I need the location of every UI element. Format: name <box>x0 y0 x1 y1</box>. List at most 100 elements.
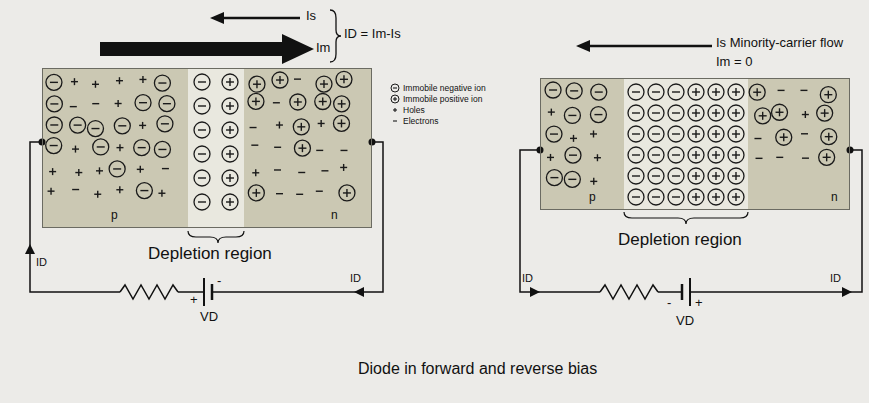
hole <box>252 169 259 176</box>
positive-ion <box>688 126 704 142</box>
current-label: ID <box>36 256 47 269</box>
battery-plate <box>681 284 684 300</box>
negative-ion <box>134 140 150 156</box>
positive-ion <box>315 94 331 110</box>
current-label: Im <box>316 41 330 56</box>
negative-ion <box>194 98 210 114</box>
polarity-sign: - <box>217 274 221 289</box>
hole <box>802 111 809 118</box>
hole <box>276 122 283 129</box>
electron <box>72 189 79 190</box>
electron <box>70 106 77 107</box>
hole <box>116 186 123 193</box>
caption: Diode in forward and reverse bias <box>358 360 597 378</box>
positive-ion <box>728 126 744 142</box>
negative-ion <box>648 84 664 100</box>
arrow-head <box>210 12 224 24</box>
hole <box>590 178 597 185</box>
positive-ion <box>222 194 238 210</box>
negative-ion <box>648 168 664 184</box>
positive-ion <box>248 93 264 109</box>
negative-ion <box>194 146 210 162</box>
negative-ion <box>194 170 210 186</box>
current-direction <box>25 244 35 254</box>
negative-ion <box>114 118 130 134</box>
hole <box>116 144 123 151</box>
negative-ion <box>157 116 173 132</box>
positive-ion <box>272 72 288 88</box>
region-label: Depletion region <box>618 230 742 250</box>
positive-ion <box>708 147 724 163</box>
negative-ion <box>668 168 684 184</box>
hole <box>548 109 555 116</box>
hole <box>115 100 122 107</box>
current-arrow <box>222 17 300 20</box>
negative-ion <box>46 96 62 112</box>
hole <box>590 130 597 137</box>
negative-ion <box>628 105 644 121</box>
positive-ion <box>817 105 833 121</box>
current-label: ID <box>830 272 841 285</box>
positive-ion <box>821 129 837 145</box>
polarity-sign: + <box>190 293 198 308</box>
legend-entry: Holes <box>390 104 486 115</box>
negative-ion <box>46 117 62 133</box>
hole <box>139 76 146 83</box>
positive-ion <box>776 129 792 145</box>
positive-ion <box>688 168 704 184</box>
negative-ion <box>46 138 62 154</box>
electron <box>802 158 809 159</box>
hole <box>139 122 146 129</box>
legend-entry: Immobile positive ion <box>390 93 486 104</box>
positive-ion <box>728 105 744 121</box>
legend-text: Immobile positive ion <box>403 94 482 104</box>
hole <box>547 154 554 161</box>
terminal-dot <box>369 139 376 146</box>
legend: Immobile negative ionImmobile positive i… <box>390 82 486 126</box>
negative-ion <box>135 95 151 111</box>
negative-ion <box>566 83 582 99</box>
negative-ion <box>136 183 152 199</box>
current-label: ID <box>350 272 361 285</box>
current-label: Is Minority-carrier flow <box>716 36 843 51</box>
negative-ion <box>546 126 562 142</box>
positive-ion <box>294 140 310 156</box>
wire <box>30 142 120 292</box>
positive-ion <box>728 189 744 205</box>
negative-ion <box>154 75 170 91</box>
legend-symbol <box>390 83 400 93</box>
negative-ion <box>546 170 562 186</box>
region-letter: n <box>831 191 838 205</box>
positive-ion <box>222 170 238 186</box>
electron <box>316 150 323 151</box>
current-label: Is <box>306 9 316 24</box>
wire <box>520 150 600 292</box>
hole <box>340 164 347 171</box>
electron <box>801 133 808 134</box>
negative-ion <box>564 107 580 123</box>
negative-ion <box>648 147 664 163</box>
hole <box>158 190 165 197</box>
negative-ion <box>628 168 644 184</box>
negative-ion <box>93 139 109 155</box>
negative-ion <box>590 107 606 123</box>
current-equation: ID = Im-Is <box>344 27 401 42</box>
negative-ion <box>194 194 210 210</box>
legend-symbol <box>390 105 400 115</box>
legend-text: Immobile negative ion <box>403 83 486 93</box>
electron <box>250 127 257 128</box>
positive-ion <box>688 147 704 163</box>
region-letter: p <box>589 191 596 205</box>
electron <box>251 145 258 146</box>
positive-ion <box>333 115 349 131</box>
negative-ion <box>668 84 684 100</box>
negative-ion <box>46 74 62 90</box>
negative-ion <box>565 147 581 163</box>
region-label: Depletion region <box>148 244 272 264</box>
resistor-symbol <box>120 285 178 299</box>
voltage-label: VD <box>676 314 694 329</box>
negative-ion <box>194 74 210 90</box>
battery-plate <box>203 278 205 306</box>
hole <box>71 78 78 85</box>
positive-ion <box>222 74 238 90</box>
